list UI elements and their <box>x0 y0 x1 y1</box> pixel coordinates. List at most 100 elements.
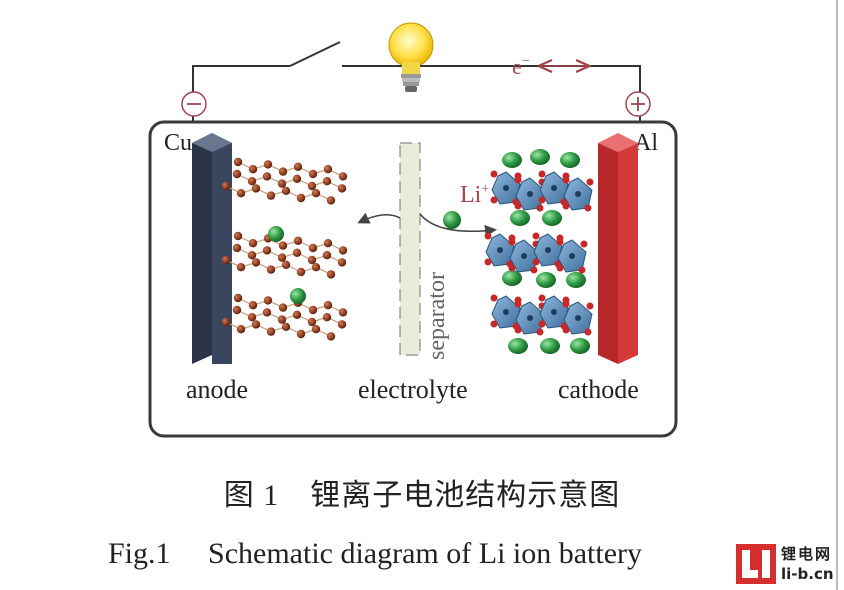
anode-label: anode <box>186 375 248 404</box>
electron-label: e− <box>512 54 530 79</box>
graphite-atom <box>337 184 347 193</box>
metal-atom <box>551 309 557 315</box>
metal-atom <box>503 309 509 315</box>
li-ion <box>540 338 560 354</box>
oxygen-atom <box>484 232 492 240</box>
oxygen-atom <box>580 240 588 248</box>
graphite-atom <box>236 189 246 198</box>
graphite-atom <box>221 317 231 327</box>
li-ion <box>508 338 528 354</box>
oxygen-atom <box>562 176 570 184</box>
oxygen-atom <box>562 202 570 210</box>
metal-atom <box>545 247 551 253</box>
graphite-atom <box>247 313 257 322</box>
oxygen-atom <box>530 266 538 274</box>
metal-atom <box>551 185 557 191</box>
graphite-layers <box>221 157 348 341</box>
graphite-atom <box>323 301 333 310</box>
graphite-atom <box>308 169 318 179</box>
graphite-atom <box>338 246 348 255</box>
graphite-atom <box>293 162 303 171</box>
separator-membrane <box>399 142 421 356</box>
oxygen-atom <box>514 300 522 308</box>
oxygen-atom <box>586 178 594 186</box>
graphite-atom <box>251 184 261 193</box>
graphite-atom <box>322 177 332 186</box>
metal-atom <box>521 253 527 259</box>
cathode-label: cathode <box>558 375 639 404</box>
graphite-atom <box>248 239 258 248</box>
graphite-atom <box>251 258 261 267</box>
graphite-atom <box>338 172 348 181</box>
li-ion <box>290 288 306 304</box>
graphite-atom <box>326 332 336 341</box>
graphite-atom <box>236 325 246 334</box>
graphite-atom <box>262 246 272 255</box>
li-ion <box>530 149 550 165</box>
graphite-atom <box>292 248 302 257</box>
li-ion <box>570 338 590 354</box>
oxygen-atom <box>508 238 516 246</box>
graphite-atom <box>307 255 317 265</box>
graphite-atom <box>296 329 306 339</box>
oxygen-atom <box>532 232 540 240</box>
graphite-atom <box>262 172 272 181</box>
oxygen-atom <box>536 328 544 336</box>
graphite-atom <box>293 236 303 245</box>
graphite-atom <box>221 255 231 265</box>
graphite-atom <box>221 181 231 191</box>
oxygen-atom <box>490 294 498 302</box>
graphite-atom <box>278 241 288 250</box>
graphite-atom <box>296 193 306 203</box>
graphite-atom <box>263 160 273 169</box>
oxygen-atom <box>490 170 498 178</box>
li-ion <box>502 270 522 286</box>
graphite-atom <box>281 260 291 269</box>
oxygen-atom <box>556 238 564 246</box>
switch-lever <box>289 41 341 67</box>
li-ion-free <box>443 211 461 229</box>
graphite-atom <box>278 303 288 312</box>
graphite-atom <box>292 174 302 183</box>
oxygen-atom <box>586 302 594 310</box>
graphite-atom <box>278 167 288 176</box>
graphite-atom <box>266 327 276 336</box>
graphite-atom <box>337 320 347 329</box>
graphite-atom <box>247 251 257 260</box>
oxygen-atom <box>508 264 516 272</box>
graphite-atom <box>292 310 302 319</box>
oxygen-atom <box>484 258 492 266</box>
metal-atom <box>569 253 575 259</box>
oxygen-atom <box>514 176 522 184</box>
oxygen-atom <box>578 266 586 274</box>
oxygen-atom <box>490 196 498 204</box>
oxygen-atom <box>536 204 544 212</box>
graphite-atom <box>266 191 276 200</box>
oxygen-atom <box>562 300 570 308</box>
graphite-atom <box>322 313 332 322</box>
metal-atom <box>527 315 533 321</box>
oxygen-atom <box>584 328 592 336</box>
separator-label: separator <box>424 272 450 360</box>
watermark-url: li-b.cn <box>781 565 834 583</box>
graphite-atom <box>322 251 332 260</box>
graphite-atom <box>266 265 276 274</box>
anode-plate <box>192 133 232 364</box>
graphite-atom <box>262 308 272 317</box>
watermark-text: 锂电网 <box>781 545 833 563</box>
graphite-atom <box>296 267 306 277</box>
graphite-atom <box>281 322 291 331</box>
metal-atom <box>527 191 533 197</box>
graphite-atom <box>308 243 318 253</box>
oxygen-atom <box>538 170 546 178</box>
li-ion <box>268 226 284 242</box>
graphite-atom <box>232 169 242 179</box>
cathode-plate <box>598 133 638 364</box>
metal-atom <box>497 247 503 253</box>
watermark-logo-icon <box>736 544 776 584</box>
li-ion <box>510 210 530 226</box>
graphite-atom <box>233 231 243 241</box>
graphite-atom <box>277 315 287 324</box>
graphite-atom <box>277 253 287 262</box>
